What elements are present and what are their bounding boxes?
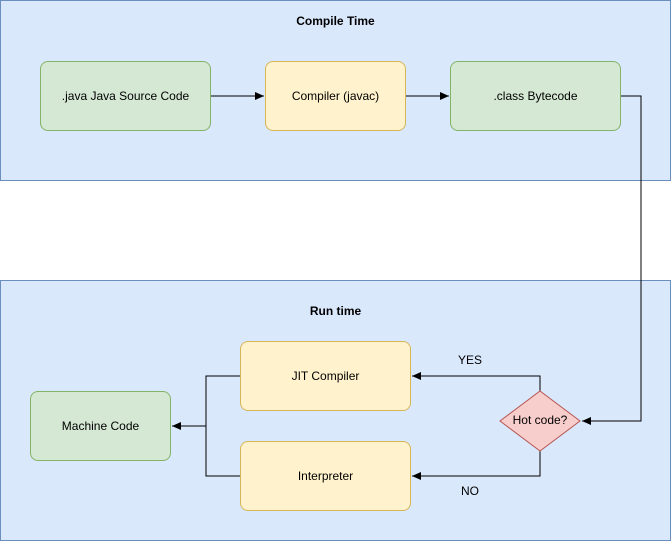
run-time-title: Run time [309, 304, 362, 318]
yes-label: YES [458, 353, 483, 367]
hot-code-label: Hot code? [512, 413, 568, 427]
java-source-node: .java Java Source Code [40, 61, 211, 131]
edge-jit-to-machine-code [172, 375, 240, 430]
bytecode-node: .class Bytecode [450, 61, 621, 131]
edge-decision-to-jit [412, 372, 541, 391]
compile-time-title: Compile Time [296, 14, 375, 28]
hot-code-decision-diamond [499, 390, 581, 452]
jit-compiler-node: JIT Compiler [240, 341, 411, 411]
edge-decision-to-interpreter [412, 451, 541, 480]
machine-code-node: Machine Code [30, 391, 171, 461]
no-label: NO [461, 484, 479, 498]
edge-interpreter-to-machine-code [205, 426, 240, 477]
interpreter-node: Interpreter [240, 441, 411, 511]
edge-bytecode-to-decision [582, 95, 642, 425]
compiler-node: Compiler (javac) [265, 61, 406, 131]
